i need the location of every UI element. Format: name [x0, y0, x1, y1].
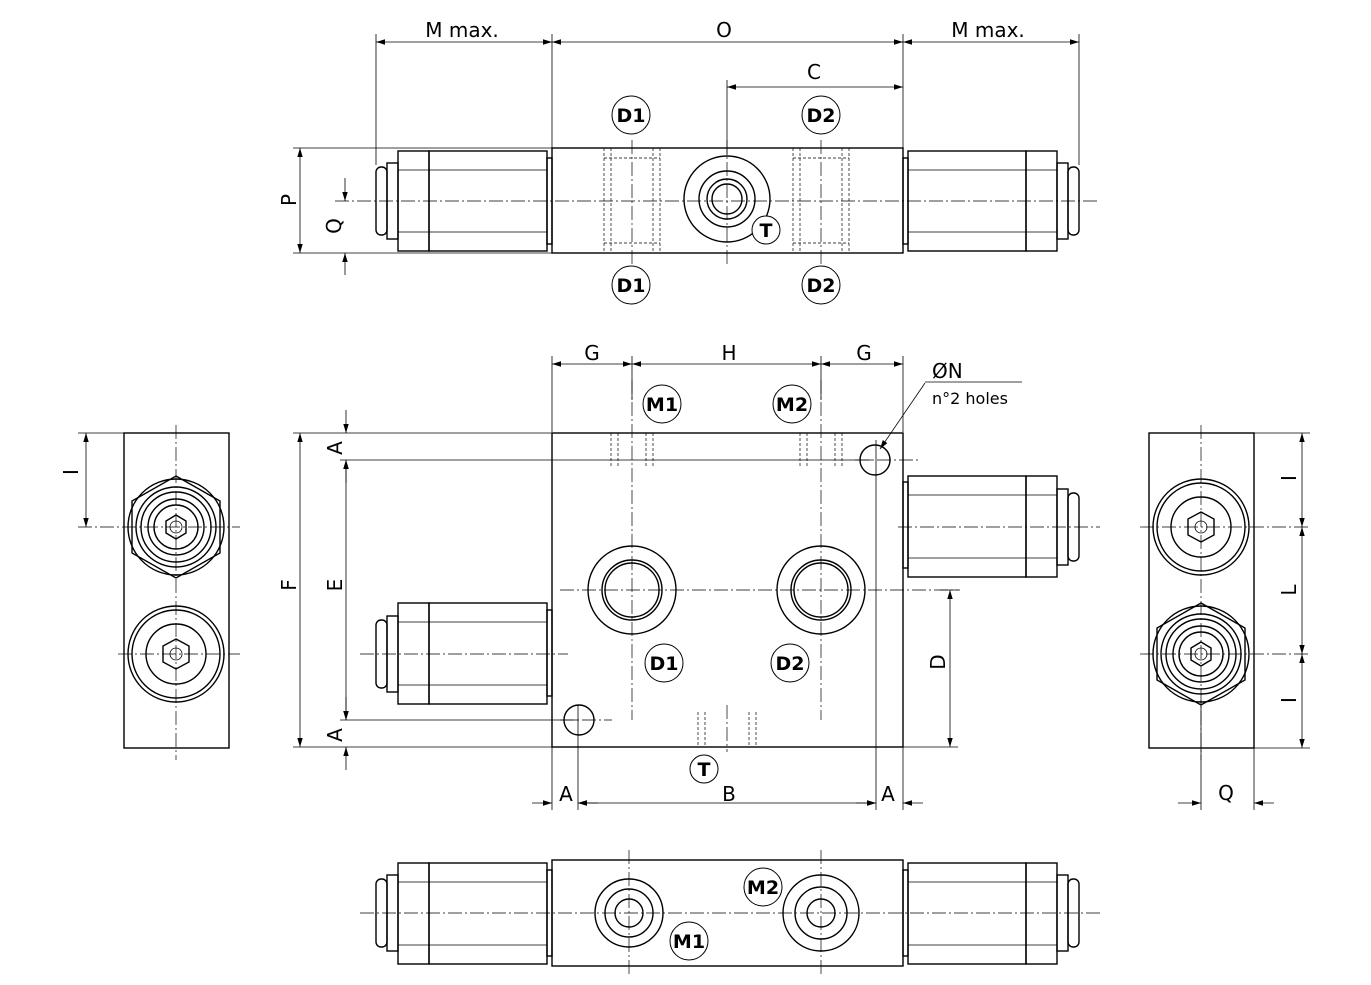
- svg-text:D2: D2: [807, 275, 836, 297]
- right-side-view: I L I Q: [1140, 425, 1310, 810]
- dim-a-bottom-2: A: [881, 782, 895, 806]
- svg-text:M2: M2: [747, 877, 779, 899]
- dim-h: H: [721, 341, 736, 365]
- dim-n-diameter: ØN: [932, 359, 963, 383]
- right-cartridge-bottom: [902, 862, 1080, 965]
- dim-o: O: [716, 18, 732, 42]
- front-view: G H G ØN n°2 holes F E A A D: [277, 341, 1100, 810]
- svg-text:D2: D2: [776, 653, 805, 675]
- port-d2-front: D2: [770, 643, 810, 683]
- svg-text:T: T: [760, 220, 773, 242]
- svg-text:T: T: [698, 759, 711, 781]
- dim-i-left: I: [59, 469, 83, 475]
- port-d1-top: D1: [611, 95, 651, 135]
- dim-m-max-right: M max.: [951, 18, 1025, 42]
- port-d2-bottom: D2: [801, 265, 841, 305]
- right-cartridge-top: [902, 150, 1080, 252]
- left-cartridge-top: [375, 150, 553, 252]
- port-m2-bottom: M2: [743, 867, 783, 907]
- dim-g-left: G: [584, 341, 600, 365]
- dim-d: D: [926, 654, 950, 669]
- svg-text:D2: D2: [807, 105, 836, 127]
- dim-e: E: [323, 579, 347, 592]
- port-d1-front: D1: [644, 643, 684, 683]
- left-cartridge-bottom: [375, 862, 553, 965]
- dim-a-bottom-1: A: [559, 782, 573, 806]
- svg-text:M1: M1: [646, 394, 678, 416]
- svg-text:M1: M1: [673, 931, 705, 953]
- dim-m-max-left: M max.: [425, 18, 499, 42]
- dim-q-right: Q: [1218, 781, 1234, 805]
- dim-i-right-top: I: [1277, 475, 1301, 481]
- port-d2-top: D2: [801, 95, 841, 135]
- port-d1-bottom: D1: [611, 265, 651, 305]
- svg-text:D1: D1: [650, 653, 679, 675]
- bottom-view: M2 M1: [360, 850, 1100, 975]
- dim-c: C: [807, 60, 821, 84]
- dim-l: L: [1277, 584, 1301, 596]
- top-view: M max. O M max. C P Q: [277, 18, 1100, 305]
- dim-q-top: Q: [322, 218, 346, 234]
- dim-b: B: [722, 782, 736, 806]
- dim-i-right-bottom: I: [1277, 697, 1301, 703]
- left-side-view: I: [59, 425, 240, 760]
- right-cartridge-front: [898, 475, 1100, 578]
- svg-text:D1: D1: [617, 275, 646, 297]
- dim-a-bottom-left: A: [323, 728, 347, 742]
- dim-g-right: G: [856, 341, 872, 365]
- svg-text:D1: D1: [617, 105, 646, 127]
- dim-a-top-left: A: [323, 441, 347, 455]
- port-m2-front: M2: [772, 384, 812, 424]
- dim-f: F: [277, 579, 301, 591]
- port-t-front: T: [689, 754, 719, 784]
- dim-p-top: P: [277, 194, 301, 206]
- left-cartridge-front: [360, 602, 568, 705]
- svg-text:M2: M2: [776, 394, 808, 416]
- port-t-top: T: [751, 215, 781, 245]
- dim-n-holes: n°2 holes: [932, 389, 1008, 408]
- port-m1-bottom: M1: [669, 921, 709, 961]
- port-m1-front: M1: [642, 384, 682, 424]
